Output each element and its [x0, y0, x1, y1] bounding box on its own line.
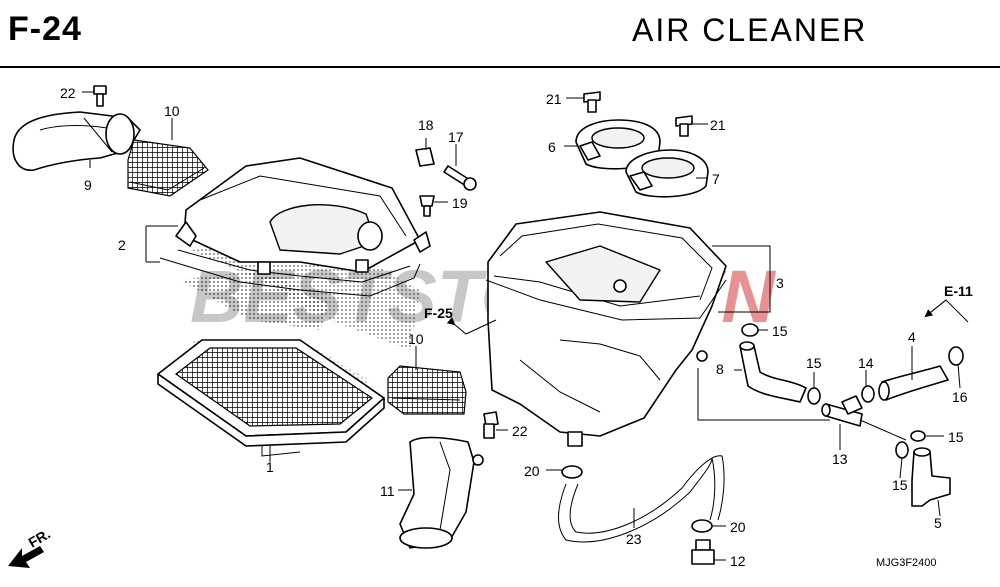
part-1-air-filter	[157, 339, 385, 457]
front-direction-marker: FR.	[8, 525, 53, 568]
header-divider	[0, 66, 1000, 68]
callout-15-c: 15	[948, 429, 964, 445]
callout-14: 14	[858, 355, 874, 371]
part-10-seal-top	[127, 139, 209, 197]
part-3-lower-case	[485, 211, 727, 447]
callout-9: 9	[84, 177, 92, 193]
part-5-hose	[911, 447, 951, 507]
callout-22-middle: 22	[512, 423, 528, 439]
callout-22-top: 22	[60, 85, 76, 101]
callout-19: 19	[452, 195, 468, 211]
part-15-clamp-c	[910, 430, 926, 442]
part-4-hose	[878, 365, 949, 401]
part-23-drain-tube	[558, 455, 725, 543]
ref-label-e11: E-11	[944, 283, 973, 299]
callout-6: 6	[548, 139, 556, 155]
part-7-holder	[625, 149, 709, 198]
ref-e11-arrow	[924, 299, 969, 323]
callout-15-a: 15	[772, 323, 788, 339]
callout-5: 5	[934, 515, 942, 531]
part-14-clip	[861, 385, 875, 403]
part-19-screw	[419, 195, 435, 217]
callout-8: 8	[716, 361, 724, 377]
callout-3: 3	[776, 275, 784, 291]
diagram-code: MJG3F2400	[876, 557, 937, 569]
part-12-drain-plug	[691, 539, 715, 565]
callout-labels: 1 2 3 4 5 6 7 8 9 10 10 11 12 13 14 15 1…	[60, 85, 968, 569]
callout-23: 23	[626, 531, 642, 547]
callout-2: 2	[118, 237, 126, 253]
part-22-bolt-middle	[483, 411, 499, 439]
part-15-clamp-d	[895, 441, 909, 459]
part-17-bolt	[443, 165, 477, 191]
page-header: F-24 AIR CLEANER	[0, 0, 1000, 68]
part-18-grommet	[415, 147, 435, 167]
callout-13: 13	[832, 451, 848, 467]
section-code: F-24	[8, 10, 82, 48]
part-16-clip	[948, 346, 964, 366]
part-20-clamp-top	[561, 465, 583, 479]
callout-20-top: 20	[524, 463, 540, 479]
callout-21-right: 21	[710, 117, 726, 133]
callout-20-bottom: 20	[730, 519, 746, 535]
callout-18: 18	[418, 117, 434, 133]
callout-7: 7	[712, 171, 720, 187]
part-13-t-joint	[821, 395, 863, 427]
part-11-lower-duct	[399, 436, 484, 549]
ref-label-f25: F-25	[424, 305, 453, 321]
part-20-clamp-bottom	[691, 519, 713, 533]
callout-4: 4	[908, 329, 916, 345]
ref-f25-arrow	[446, 317, 497, 335]
callout-12: 12	[730, 553, 746, 569]
callout-1: 1	[266, 459, 274, 475]
part-8-hose	[739, 341, 807, 403]
part-21-bolt-right	[675, 115, 693, 137]
part-15-clamp-a	[741, 323, 759, 337]
callout-21-left: 21	[546, 91, 562, 107]
callout-16: 16	[952, 389, 968, 405]
part-9-intake-duct	[12, 111, 141, 171]
part-15-clamp-b	[807, 387, 821, 405]
callout-17: 17	[448, 129, 464, 145]
part-21-bolt-left	[583, 91, 601, 113]
part-22-bolt-top	[93, 85, 107, 107]
leader-lines	[82, 91, 961, 561]
callout-15-b: 15	[806, 355, 822, 371]
callout-11: 11	[380, 483, 395, 499]
callout-15-d: 15	[892, 477, 908, 493]
part-2-upper-case	[159, 157, 431, 350]
callout-10-top: 10	[164, 103, 180, 119]
part-10-seal-middle	[387, 365, 467, 415]
front-direction-label: FR.	[26, 525, 54, 550]
section-title: AIR CLEANER	[632, 12, 868, 48]
callout-10-middle: 10	[408, 331, 424, 347]
